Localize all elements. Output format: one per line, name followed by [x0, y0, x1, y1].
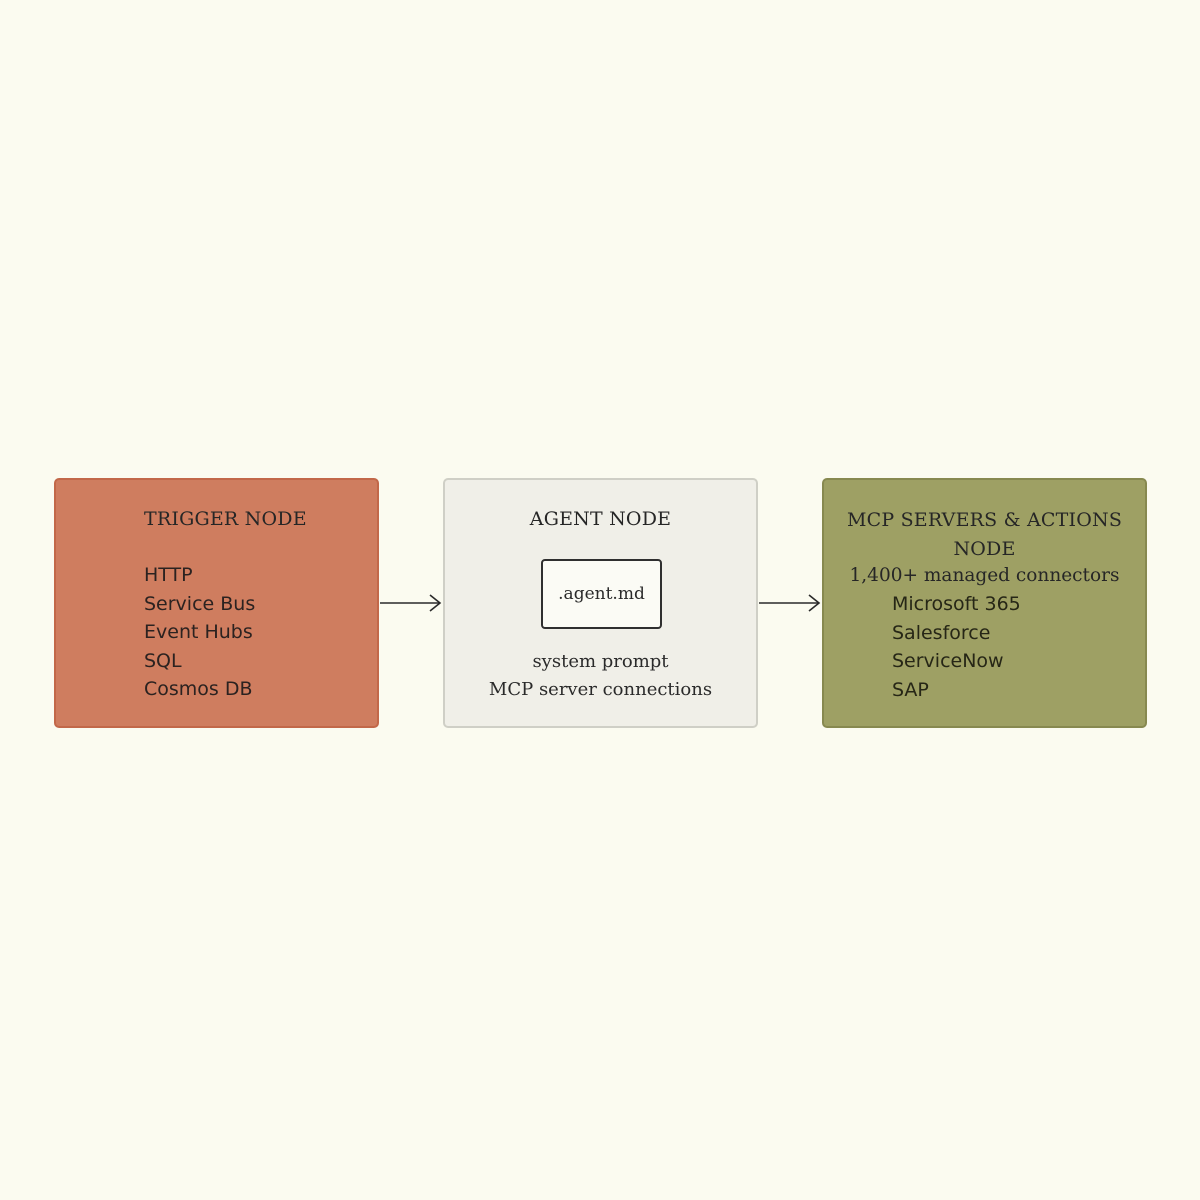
- agent-line-mcp-connections: MCP server connections: [488, 679, 713, 700]
- agent-file-label: .agent.md: [558, 584, 645, 604]
- trigger-item-event-hubs: Event Hubs: [144, 621, 253, 644]
- mcp-node: MCP SERVERS & ACTIONS NODE 1,400+ manage…: [822, 478, 1147, 728]
- agent-node-title: AGENT NODE: [529, 508, 672, 530]
- trigger-item-sql: SQL: [144, 649, 182, 672]
- mcp-item-sap: SAP: [892, 678, 929, 701]
- agent-details: system prompt MCP server connections: [445, 648, 756, 704]
- mcp-item-servicenow: ServiceNow: [892, 650, 1004, 673]
- arrow-agent-to-mcp: [759, 594, 821, 612]
- mcp-subtitle: 1,400+ managed connectors: [849, 565, 1120, 586]
- mcp-title-line-2: NODE: [953, 538, 1016, 560]
- agent-line-system-prompt: system prompt: [532, 651, 669, 672]
- mcp-list: Microsoft 365 Salesforce ServiceNow SAP: [892, 590, 1021, 704]
- trigger-node: TRIGGER NODE HTTP Service Bus Event Hubs…: [54, 478, 379, 728]
- agent-node: AGENT NODE .agent.md system prompt MCP s…: [443, 478, 758, 728]
- arrow-trigger-to-agent: [380, 594, 442, 612]
- trigger-node-title: TRIGGER NODE: [144, 508, 307, 530]
- trigger-item-http: HTTP: [144, 564, 193, 586]
- mcp-item-microsoft-365: Microsoft 365: [892, 593, 1021, 615]
- mcp-node-title: MCP SERVERS & ACTIONS NODE: [824, 506, 1145, 564]
- mcp-item-salesforce: Salesforce: [892, 621, 991, 644]
- trigger-item-cosmos-db: Cosmos DB: [144, 678, 253, 701]
- trigger-item-service-bus: Service Bus: [144, 592, 256, 615]
- agent-file-box: .agent.md: [541, 559, 662, 629]
- trigger-list: HTTP Service Bus Event Hubs SQL Cosmos D…: [144, 561, 255, 704]
- mcp-title-line-1: MCP SERVERS & ACTIONS: [846, 509, 1123, 531]
